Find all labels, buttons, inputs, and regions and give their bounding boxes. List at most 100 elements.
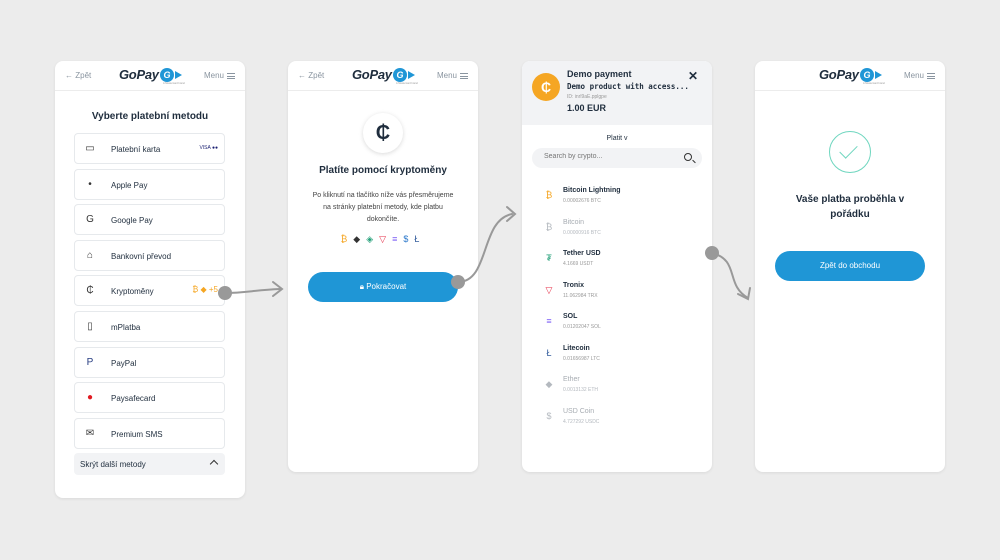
sms-icon: ✉ <box>85 427 95 439</box>
tether-icon: ◈ <box>366 234 380 244</box>
back-link[interactable]: ← Zpět <box>298 71 325 80</box>
method-card[interactable]: ▭ Platební karta VISA ●● <box>74 133 225 164</box>
crypto-icon: ₵ <box>86 285 94 297</box>
crypto-icons-row: ₿◆◈▽≡$Ł <box>288 234 478 245</box>
tronix-icon: ▽ <box>379 234 393 244</box>
brand-text: GoPay <box>119 67 159 82</box>
method-paypal[interactable]: P PayPal <box>74 346 225 378</box>
method-label: Apple Pay <box>111 180 148 190</box>
coin-name: Tronix <box>563 281 585 289</box>
menu-button[interactable]: Menu <box>204 71 235 80</box>
back-label: Zpět <box>308 71 325 80</box>
method-label: mPlatba <box>111 322 141 332</box>
method-label: Platební karta <box>111 145 161 154</box>
coin-amount: 0.0013132 ETH <box>563 387 599 393</box>
menu-label: Menu <box>903 71 924 80</box>
coin-amount: 0.00002676 BTC <box>563 198 601 204</box>
back-to-shop-button[interactable]: Zpět do obchodu <box>775 251 925 281</box>
connector-1 <box>224 288 281 294</box>
product-name: Demo product with access... <box>567 82 689 91</box>
method-apple-pay[interactable]: •Apple Pay <box>74 168 225 200</box>
brand-mark: G <box>393 68 407 82</box>
method-badges: ₿ ◆ +5 <box>192 285 218 295</box>
bank-icon: ⌂ <box>86 249 94 261</box>
coin-icon: ≡ <box>546 316 552 326</box>
coin-icon: Ł <box>546 347 552 358</box>
method-label: Paysafecard <box>111 394 156 404</box>
arrow-head-2 <box>506 206 517 222</box>
method-label: Premium SMS <box>111 429 163 439</box>
coin-icon: ₿ <box>545 190 553 200</box>
method-bank[interactable]: ⌂ Bankovní převod <box>74 239 225 271</box>
coin-amount: 0.00000916 BTC <box>563 229 601 236</box>
lock-icon: ● <box>86 392 94 404</box>
connector-dot-1 <box>218 286 232 300</box>
arrow-head-3 <box>737 287 751 301</box>
phone-icon: ▯ <box>87 320 93 332</box>
brand-mark: G <box>860 68 874 82</box>
ether-icon: ◆ <box>353 234 367 244</box>
crypto-search <box>532 148 702 168</box>
coin-name: USD Coin <box>563 407 595 415</box>
sol-icon: ≡ <box>392 234 404 244</box>
menu-button[interactable]: Menu <box>904 71 935 80</box>
crypto-payment-screen: ₵ Demo payment Demo product with access.… <box>522 61 712 472</box>
arrow-head-1 <box>272 281 284 297</box>
hide-more-methods[interactable]: Skrýt další metody <box>74 453 225 476</box>
connector-3 <box>711 252 749 299</box>
coin-amount: 11.062984 TRX <box>563 292 598 299</box>
back-link[interactable]: ← Zpět <box>65 71 92 80</box>
method-lock[interactable]: ● Paysafecard <box>74 382 225 414</box>
menu-button[interactable]: Menu <box>437 71 468 80</box>
success-check-icon <box>829 131 871 173</box>
coin-name: Ether <box>563 376 580 383</box>
coin-option[interactable]: ▽ Tronix 11.062984 TRX <box>522 281 712 313</box>
coin-name: Bitcoin <box>563 218 585 226</box>
search-icon[interactable] <box>684 153 692 161</box>
description: Po kliknutí na tlačítko níže vás přesměr… <box>312 192 454 223</box>
continue-button[interactable]: 🔒︎ Pokračovat <box>308 272 458 302</box>
method-label: PayPal <box>111 358 137 368</box>
menu-icon <box>227 72 235 79</box>
method-sms[interactable]: ✉ Premium SMS <box>74 417 225 449</box>
crypto-icon: ₵ <box>363 113 403 153</box>
coin-option[interactable]: ₿ Bitcoin Lightning 0.00002676 BTC <box>522 186 712 218</box>
method-badges: VISA ●● <box>199 145 218 151</box>
coin-name: Tether USD <box>563 250 601 257</box>
brand-sub: A Mastercard brand <box>396 82 418 85</box>
coin-name: Litecoin <box>563 344 590 352</box>
search-input[interactable] <box>544 153 664 160</box>
payment-title: Demo payment <box>567 69 632 79</box>
connector-dot-2 <box>451 275 465 289</box>
page-title: Platíte pomocí kryptoměny <box>319 165 447 176</box>
page-title: Vyberte platební metodu <box>91 111 209 122</box>
close-icon[interactable]: ✕ <box>687 69 698 83</box>
usdc-icon: $ <box>403 234 415 244</box>
paypal-icon: P <box>86 356 94 368</box>
brand-text: GoPay <box>819 67 859 82</box>
card-icon: ▭ <box>85 143 95 154</box>
hide-more-label: Skrýt další metody <box>80 460 146 470</box>
coin-list: ₿ Bitcoin Lightning 0.00002676 BTC₿ Bitcoin… <box>522 186 712 438</box>
brand-mark: G <box>160 68 174 82</box>
merchant-logo: ₵ <box>532 73 560 101</box>
method-label: Bankovní převod <box>111 251 172 261</box>
connector-dot-3 <box>705 246 719 260</box>
method-phone[interactable]: ▯ mPlatba <box>74 310 225 342</box>
coin-icon: ▽ <box>545 284 553 295</box>
coin-name: Bitcoin Lightning <box>563 187 621 194</box>
